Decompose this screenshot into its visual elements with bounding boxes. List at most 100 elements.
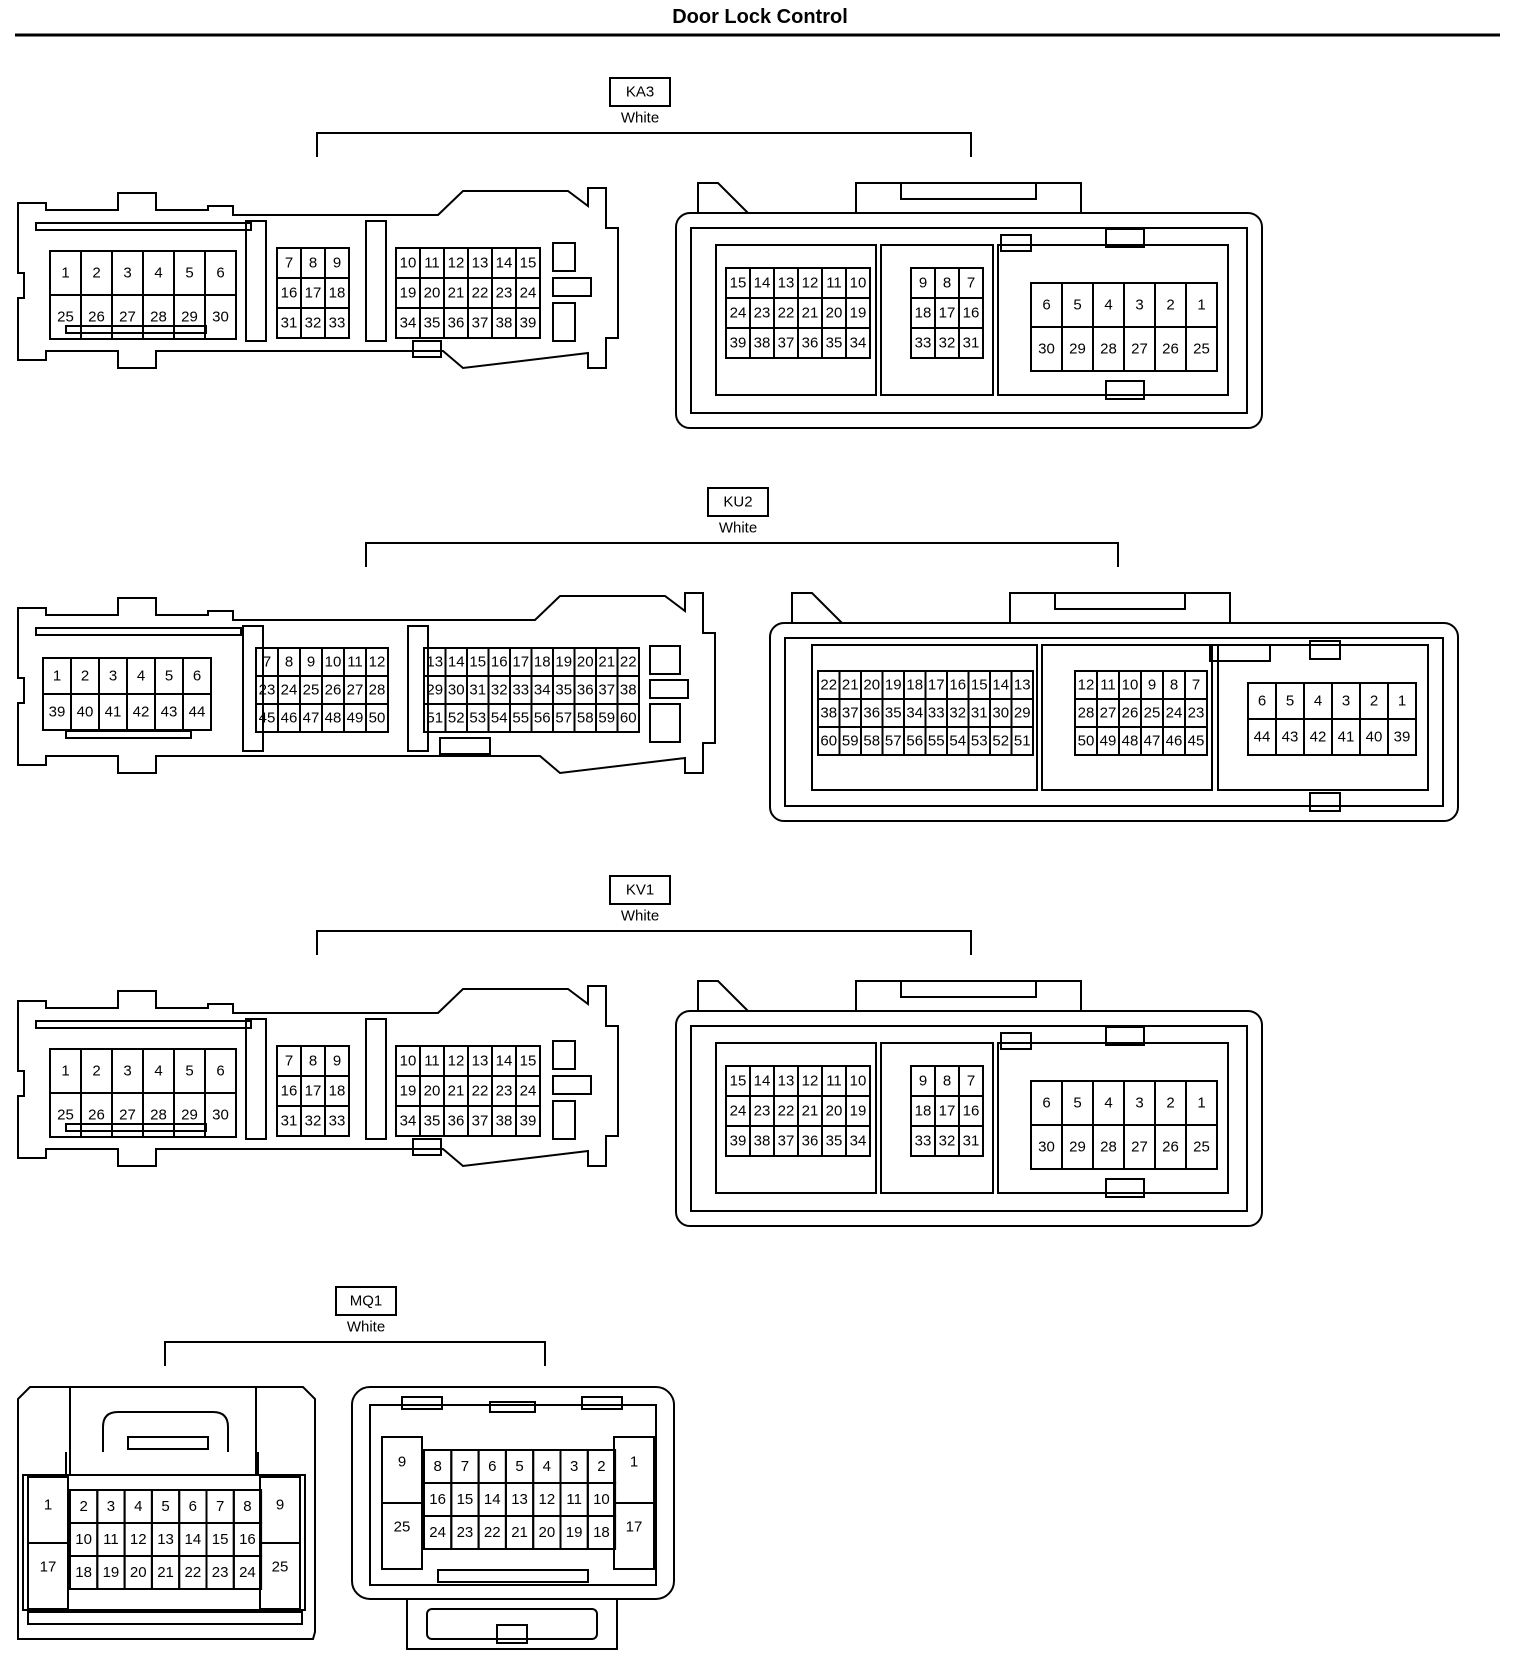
pin-label: 5 bbox=[161, 1498, 169, 1515]
pin-label: 2 bbox=[1166, 297, 1174, 314]
cavity-frame bbox=[997, 244, 1229, 396]
pin-label: 14 bbox=[448, 654, 465, 671]
pin-label: 56 bbox=[534, 710, 551, 727]
pin-label: 36 bbox=[448, 1113, 465, 1130]
pin-label: 29 bbox=[1069, 341, 1086, 358]
pin-label: 30 bbox=[1038, 341, 1055, 358]
pin-label: 7 bbox=[967, 275, 975, 292]
pin-label: 57 bbox=[555, 710, 572, 727]
pin-label: 37 bbox=[472, 315, 489, 332]
pin-label: 35 bbox=[555, 682, 572, 699]
pin-label: 13 bbox=[1014, 677, 1031, 694]
cavity-frame bbox=[22, 1474, 306, 1611]
pin-label: 22 bbox=[472, 1083, 489, 1100]
latch-slot bbox=[65, 1123, 207, 1132]
base-lock-inner bbox=[426, 1608, 598, 1640]
pin-label: 3 bbox=[1135, 297, 1143, 314]
pin-label: 28 bbox=[1100, 341, 1117, 358]
pin-label: 2 bbox=[92, 265, 100, 282]
pin-label: 15 bbox=[469, 654, 486, 671]
pin-label: 11 bbox=[826, 1073, 842, 1090]
pin-label: 21 bbox=[157, 1564, 174, 1581]
pin-label: 25 bbox=[394, 1519, 411, 1536]
pin-label: 10 bbox=[1122, 677, 1139, 694]
pin-label: 30 bbox=[212, 1107, 229, 1124]
pin-label: 12 bbox=[802, 275, 819, 292]
top-lock-inner bbox=[900, 980, 1037, 998]
pin-label: 18 bbox=[593, 1524, 610, 1541]
pin-label: 33 bbox=[329, 315, 346, 332]
pin-cell bbox=[365, 703, 389, 733]
keying-rib bbox=[1000, 234, 1032, 252]
pin-label: 20 bbox=[863, 677, 880, 694]
pin-label: 36 bbox=[577, 682, 594, 699]
pin-label: 16 bbox=[491, 654, 508, 671]
pin-label: 27 bbox=[347, 682, 364, 699]
pin-label: 60 bbox=[620, 710, 637, 727]
pin-label: 28 bbox=[150, 309, 167, 326]
keying-rib bbox=[242, 625, 264, 752]
pin-label: 26 bbox=[325, 682, 342, 699]
pin-label: 14 bbox=[496, 255, 513, 272]
pin-label: 44 bbox=[1254, 729, 1271, 746]
pin-label: 13 bbox=[511, 1491, 528, 1508]
pin-label: 35 bbox=[424, 315, 441, 332]
pin-label: 25 bbox=[1193, 1139, 1210, 1156]
pin-label: 28 bbox=[369, 682, 386, 699]
pin-label: 12 bbox=[802, 1073, 819, 1090]
keying-rib bbox=[1105, 1178, 1145, 1198]
pin-label: 27 bbox=[1131, 1139, 1148, 1156]
pin-label: 29 bbox=[1069, 1139, 1086, 1156]
pin-label: 13 bbox=[778, 1073, 795, 1090]
pin-label: 39 bbox=[730, 1133, 747, 1150]
pin-label: 8 bbox=[309, 1053, 317, 1070]
keying-rib bbox=[581, 1396, 623, 1410]
pin-cell bbox=[515, 1105, 541, 1137]
pin-label: 31 bbox=[963, 1133, 980, 1150]
pin-label: 34 bbox=[906, 705, 923, 722]
connector-id-box bbox=[335, 1286, 397, 1316]
pin-label: 2 bbox=[1166, 1095, 1174, 1112]
pin-label: 9 bbox=[333, 255, 341, 272]
pin-label: 43 bbox=[1282, 729, 1299, 746]
pin-label: 18 bbox=[915, 1103, 932, 1120]
keying-rib bbox=[245, 220, 267, 342]
pin-label: 12 bbox=[448, 1053, 465, 1070]
pin-label: 23 bbox=[1188, 705, 1205, 722]
keying-rib bbox=[1309, 792, 1341, 812]
pin-label: 23 bbox=[212, 1564, 229, 1581]
pin-label: 22 bbox=[185, 1564, 202, 1581]
pin-label: 49 bbox=[1100, 733, 1117, 750]
latch-hook bbox=[697, 980, 749, 1012]
pin-cell bbox=[1185, 326, 1218, 372]
pin-label: 14 bbox=[754, 275, 771, 292]
pin-label: 17 bbox=[939, 305, 956, 322]
pin-cell bbox=[845, 327, 871, 359]
pin-label: 6 bbox=[216, 265, 224, 282]
keying-rib bbox=[412, 340, 442, 358]
pin-label: 16 bbox=[949, 677, 966, 694]
male-housing bbox=[17, 187, 619, 370]
keying-rib bbox=[1209, 644, 1271, 662]
keying-rib bbox=[552, 1075, 592, 1095]
pin-label: 11 bbox=[424, 255, 440, 272]
pin-label: 7 bbox=[285, 255, 293, 272]
pin-label: 21 bbox=[511, 1524, 528, 1541]
pin-label: 9 bbox=[398, 1454, 406, 1471]
pin-label: 7 bbox=[461, 1458, 469, 1475]
pin-label: 1 bbox=[1197, 297, 1205, 314]
pin-label: 31 bbox=[971, 705, 988, 722]
pin-label: 4 bbox=[134, 1498, 142, 1515]
cavity-frame bbox=[369, 1404, 657, 1586]
